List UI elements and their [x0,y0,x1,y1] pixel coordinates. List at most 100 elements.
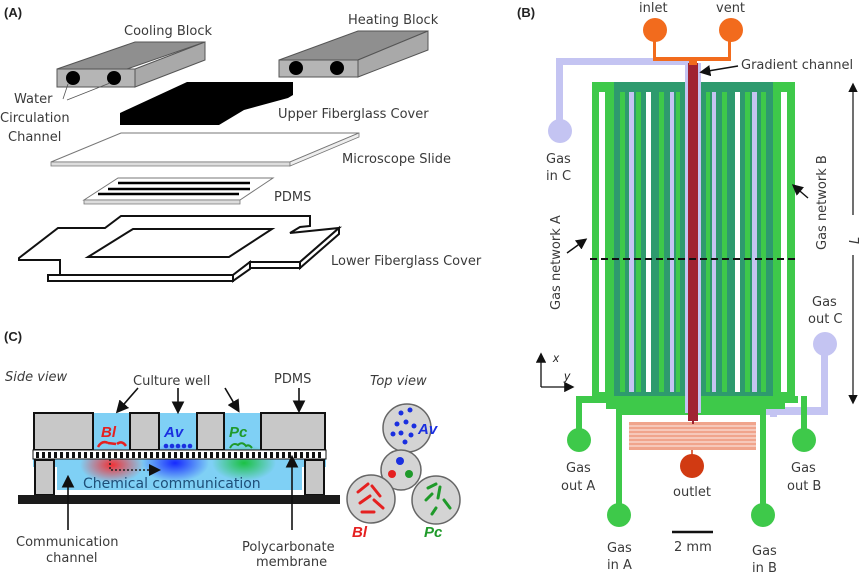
lower-fiberglass-cover [18,215,343,283]
polycarbonate-membrane [32,449,327,460]
pc-cells [229,442,253,449]
gas-out-b-label-line2: out B [787,479,821,494]
membrane-pore [264,452,267,458]
gas-channel-stripe [636,92,641,392]
callout-arrows [61,387,306,530]
membrane-pore [186,452,189,458]
membrane-pore [156,452,159,458]
membrane-pore [234,452,237,458]
axis-x-label: x [552,351,560,365]
gas-channel-stripe [761,92,766,392]
bl-top-cells [356,482,385,514]
av-top-cells [390,407,417,445]
pc-top-cells [424,482,452,516]
gas-in-a-label-line1: Gas [607,541,632,556]
membrane-pore [222,452,225,458]
membrane-pore [54,452,57,458]
inlet-port[interactable] [643,18,667,42]
gas-out-a-label-line1: Gas [566,461,591,476]
communication-label-line2: channel [46,551,97,566]
membrane-pore [216,452,219,458]
center-av [396,457,404,465]
membrane-pore [318,452,321,458]
membrane-pore [180,452,183,458]
gas-in-b-port[interactable] [751,503,775,527]
vent-port[interactable] [719,18,743,42]
membrane-pore [144,452,147,458]
pdms-blocks [33,412,326,496]
gas-in-a-port[interactable] [607,503,631,527]
polycarbonate-label-line1: Polycarbonate [242,540,335,555]
gas-channel-stripe [745,92,750,392]
upper-fiberglass-cover [120,82,293,125]
membrane-pore [204,452,207,458]
pdms-layer [82,177,275,205]
membrane-pore [48,452,51,458]
av-cells [163,443,193,449]
length-label: L [848,237,863,244]
membrane-pore [240,452,243,458]
microscope-slide [50,132,360,167]
membrane-pore [258,452,261,458]
membrane-pore [66,452,69,458]
gradient-channel [688,63,698,421]
membrane-pore [150,452,153,458]
gradient-channel-label: Gradient channel [741,58,853,73]
membrane-pore [78,452,81,458]
water-label-line2: Circulation [0,111,70,126]
pc-well [411,475,461,525]
bl-label-top: Bl [352,524,368,541]
slide-label: Microscope Slide [342,152,451,167]
lower-cover-label: Lower Fiberglass Cover [331,254,482,269]
top-view-wells [346,403,461,525]
membrane-pore [84,452,87,458]
gas-channel-stripe [781,92,787,392]
gas-out-c-label-line2: out C [808,312,843,327]
membrane-pore [126,452,129,458]
bl-label-side: Bl [101,424,117,441]
cooling-block-label: Cooling Block [124,24,212,39]
gas-channel-stripe [722,92,727,392]
outlet-port[interactable] [680,454,704,478]
bl-well [346,474,396,524]
panel-b: (B) outlet [517,1,863,573]
gas-manifold-a [606,402,691,409]
base-plate [18,495,340,504]
gas-channel-stripe [646,92,651,392]
panel-a-label: (A) [4,5,22,20]
gas-out-c-label-line1: Gas [812,295,837,310]
center-well [380,449,422,491]
gas-out-a-port[interactable] [567,428,591,452]
gas-out-b-port[interactable] [792,428,816,452]
gas-channel-stripe [620,92,625,392]
water-label-line3: Channel [8,130,61,145]
axis-y-label: y [563,369,571,383]
membrane-pore [174,452,177,458]
membrane-pore [36,452,39,458]
panel-a: (A) Cooling Block Heating Block Water Ci… [0,5,482,283]
gas-in-b-label-line2: in B [752,561,777,573]
water-channel-hole [289,61,303,75]
panel-c-label: (C) [4,329,22,344]
inlet-vent-network [653,30,731,65]
membrane-pore [228,452,231,458]
gas-in-b-label-line1: Gas [752,544,777,559]
av-label-top: Av [417,421,439,438]
gas-channel-stripe [676,92,680,392]
membrane-pore [132,452,135,458]
gas-in-c-label-line2: in C [546,169,571,184]
water-channel-hole [107,71,121,85]
water-channel-hole [66,71,80,85]
membrane-pore [96,452,99,458]
pc-label-top: Pc [424,524,443,541]
membrane-pore [42,452,45,458]
gas-channel-stripe [599,92,605,392]
gas-out-b-lead [801,396,807,440]
gas-channel-stripe [706,92,710,392]
membrane-pore [288,452,291,458]
gradient-callout-arrow [699,65,739,77]
diffusion-arrow [109,455,161,476]
membrane-pore [282,452,285,458]
membrane-pore [252,452,255,458]
